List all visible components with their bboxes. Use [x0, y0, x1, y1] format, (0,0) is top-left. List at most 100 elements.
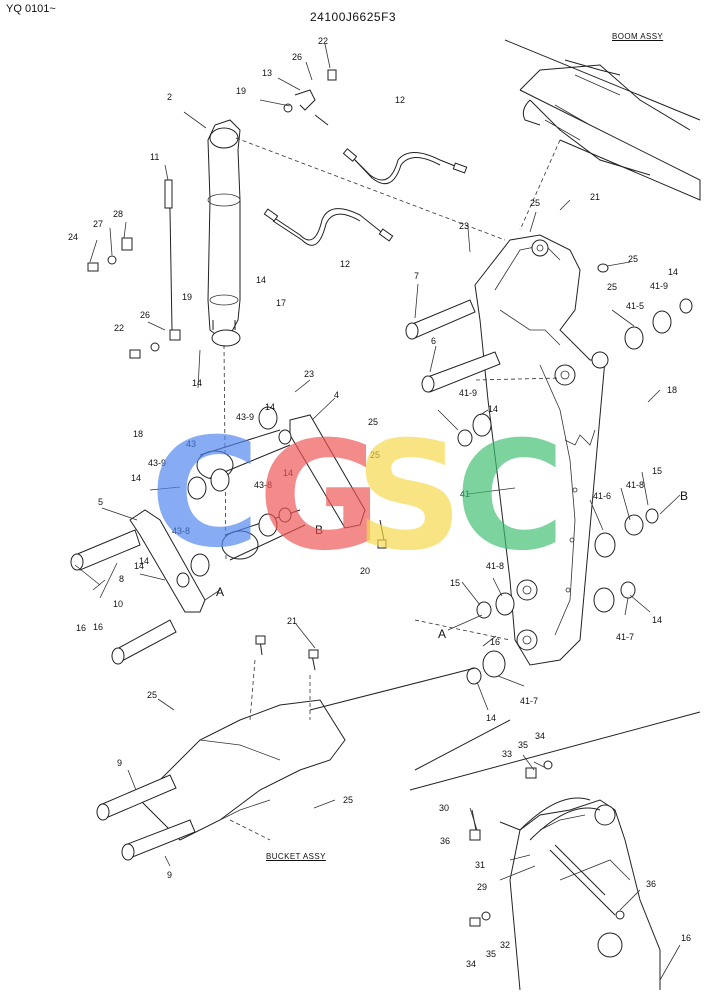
callout-23: 23 — [304, 369, 314, 379]
callout-41-9: 41-9 — [650, 281, 668, 291]
callout-14: 14 — [134, 561, 144, 571]
callout-14: 14 — [486, 713, 496, 723]
callout-13: 13 — [262, 68, 272, 78]
callout-12: 12 — [340, 259, 350, 269]
boom-assembly-drawing — [504, 39, 701, 231]
callout-35: 35 — [518, 740, 528, 750]
callout-9: 9 — [117, 758, 122, 768]
arm-drawing — [474, 234, 609, 666]
leader-lines — [74, 43, 681, 981]
callout-7: 7 — [414, 271, 419, 281]
callout-41-5: 41-5 — [626, 301, 644, 311]
link-assembly — [70, 406, 387, 665]
watermark-letter: C — [455, 410, 565, 584]
arm-pins — [405, 263, 693, 685]
bucket-assembly-drawing — [96, 635, 701, 861]
callout-43-8: 43-8 — [172, 526, 190, 536]
callout-36: 36 — [440, 836, 450, 846]
callout-25: 25 — [530, 198, 540, 208]
left-fittings — [87, 69, 337, 359]
callout-14: 14 — [131, 473, 141, 483]
callout-15: 15 — [652, 466, 662, 476]
bucket-assy-label: BUCKET ASSY — [266, 852, 326, 861]
callout-23: 23 — [459, 221, 469, 231]
callout-31: 31 — [475, 860, 485, 870]
callout-21: 21 — [287, 616, 297, 626]
callout-16: 16 — [490, 637, 500, 647]
callout-35: 35 — [486, 949, 496, 959]
boom-assy-label: BOOM ASSY — [612, 32, 664, 41]
callout-18: 18 — [133, 429, 143, 439]
callout-14: 14 — [652, 615, 662, 625]
callout-41-8: 41-8 — [626, 480, 644, 490]
callout-43: 43 — [186, 439, 196, 449]
callout-14: 14 — [668, 267, 678, 277]
callout-16: 16 — [681, 933, 691, 943]
callout-14: 14 — [256, 275, 266, 285]
callout-12: 12 — [395, 95, 405, 105]
callout-41: 41 — [460, 489, 470, 499]
callout-a: A — [216, 585, 224, 599]
callout-25: 25 — [147, 690, 157, 700]
callout-26: 26 — [292, 52, 302, 62]
callout-17: 17 — [276, 298, 286, 308]
callout-19: 19 — [182, 292, 192, 302]
callout-4: 4 — [334, 390, 339, 400]
callout-22: 22 — [114, 323, 124, 333]
callout-25: 25 — [368, 417, 378, 427]
callout-24: 24 — [68, 232, 78, 242]
callout-5: 5 — [98, 497, 103, 507]
callout-b: B — [315, 523, 323, 537]
callout-b: B — [680, 489, 688, 503]
callout-18: 18 — [667, 385, 677, 395]
bucket-link-detail — [469, 760, 661, 991]
callout-25: 25 — [370, 450, 380, 460]
callout-20: 20 — [360, 566, 370, 576]
callout-14: 14 — [139, 556, 149, 566]
watermark-letter: G — [258, 410, 381, 584]
callout-28: 28 — [113, 209, 123, 219]
callout-16: 16 — [93, 622, 103, 632]
callout-10: 10 — [113, 599, 123, 609]
callout-9: 9 — [167, 870, 172, 880]
callout-34: 34 — [466, 959, 476, 969]
part-callouts: 2226132191211272824121417192226147623252… — [68, 36, 691, 969]
arm-cylinder-drawing — [207, 119, 506, 561]
callout-25: 25 — [343, 795, 353, 805]
callout-14: 14 — [283, 468, 293, 478]
callout-41-6: 41-6 — [593, 491, 611, 501]
callout-41-9: 41-9 — [459, 388, 477, 398]
callout-19: 19 — [236, 86, 246, 96]
callout-25: 25 — [607, 282, 617, 292]
callout-26: 26 — [140, 310, 150, 320]
callout-16: 16 — [76, 623, 86, 633]
callout-34: 34 — [535, 731, 545, 741]
callout-14: 14 — [192, 378, 202, 388]
callout-14: 14 — [488, 404, 498, 414]
reference-code: YQ 0101~ — [6, 3, 56, 15]
callout-30: 30 — [439, 803, 449, 813]
callout-41-7: 41-7 — [520, 696, 538, 706]
callout-43-8: 43-8 — [254, 480, 272, 490]
callout-2: 2 — [167, 92, 172, 102]
callout-a: A — [438, 627, 446, 641]
callout-41-8: 41-8 — [486, 561, 504, 571]
callout-8: 8 — [119, 574, 124, 584]
callout-11: 11 — [150, 152, 159, 162]
callout-6: 6 — [431, 336, 436, 346]
callout-14: 14 — [265, 402, 275, 412]
callout-43-9: 43-9 — [236, 412, 254, 422]
callout-22: 22 — [318, 36, 328, 46]
callout-36: 36 — [646, 879, 656, 889]
watermark-letter: C — [150, 407, 260, 581]
callout-15: 15 — [450, 578, 460, 588]
callout-21: 21 — [590, 192, 600, 202]
callout-25: 25 — [628, 254, 638, 264]
watermark-letter: S — [355, 410, 463, 584]
callout-43-9: 43-9 — [148, 458, 166, 468]
hydraulic-hoses — [263, 148, 468, 246]
callout-32: 32 — [500, 940, 510, 950]
callout-41-7: 41-7 — [616, 632, 634, 642]
